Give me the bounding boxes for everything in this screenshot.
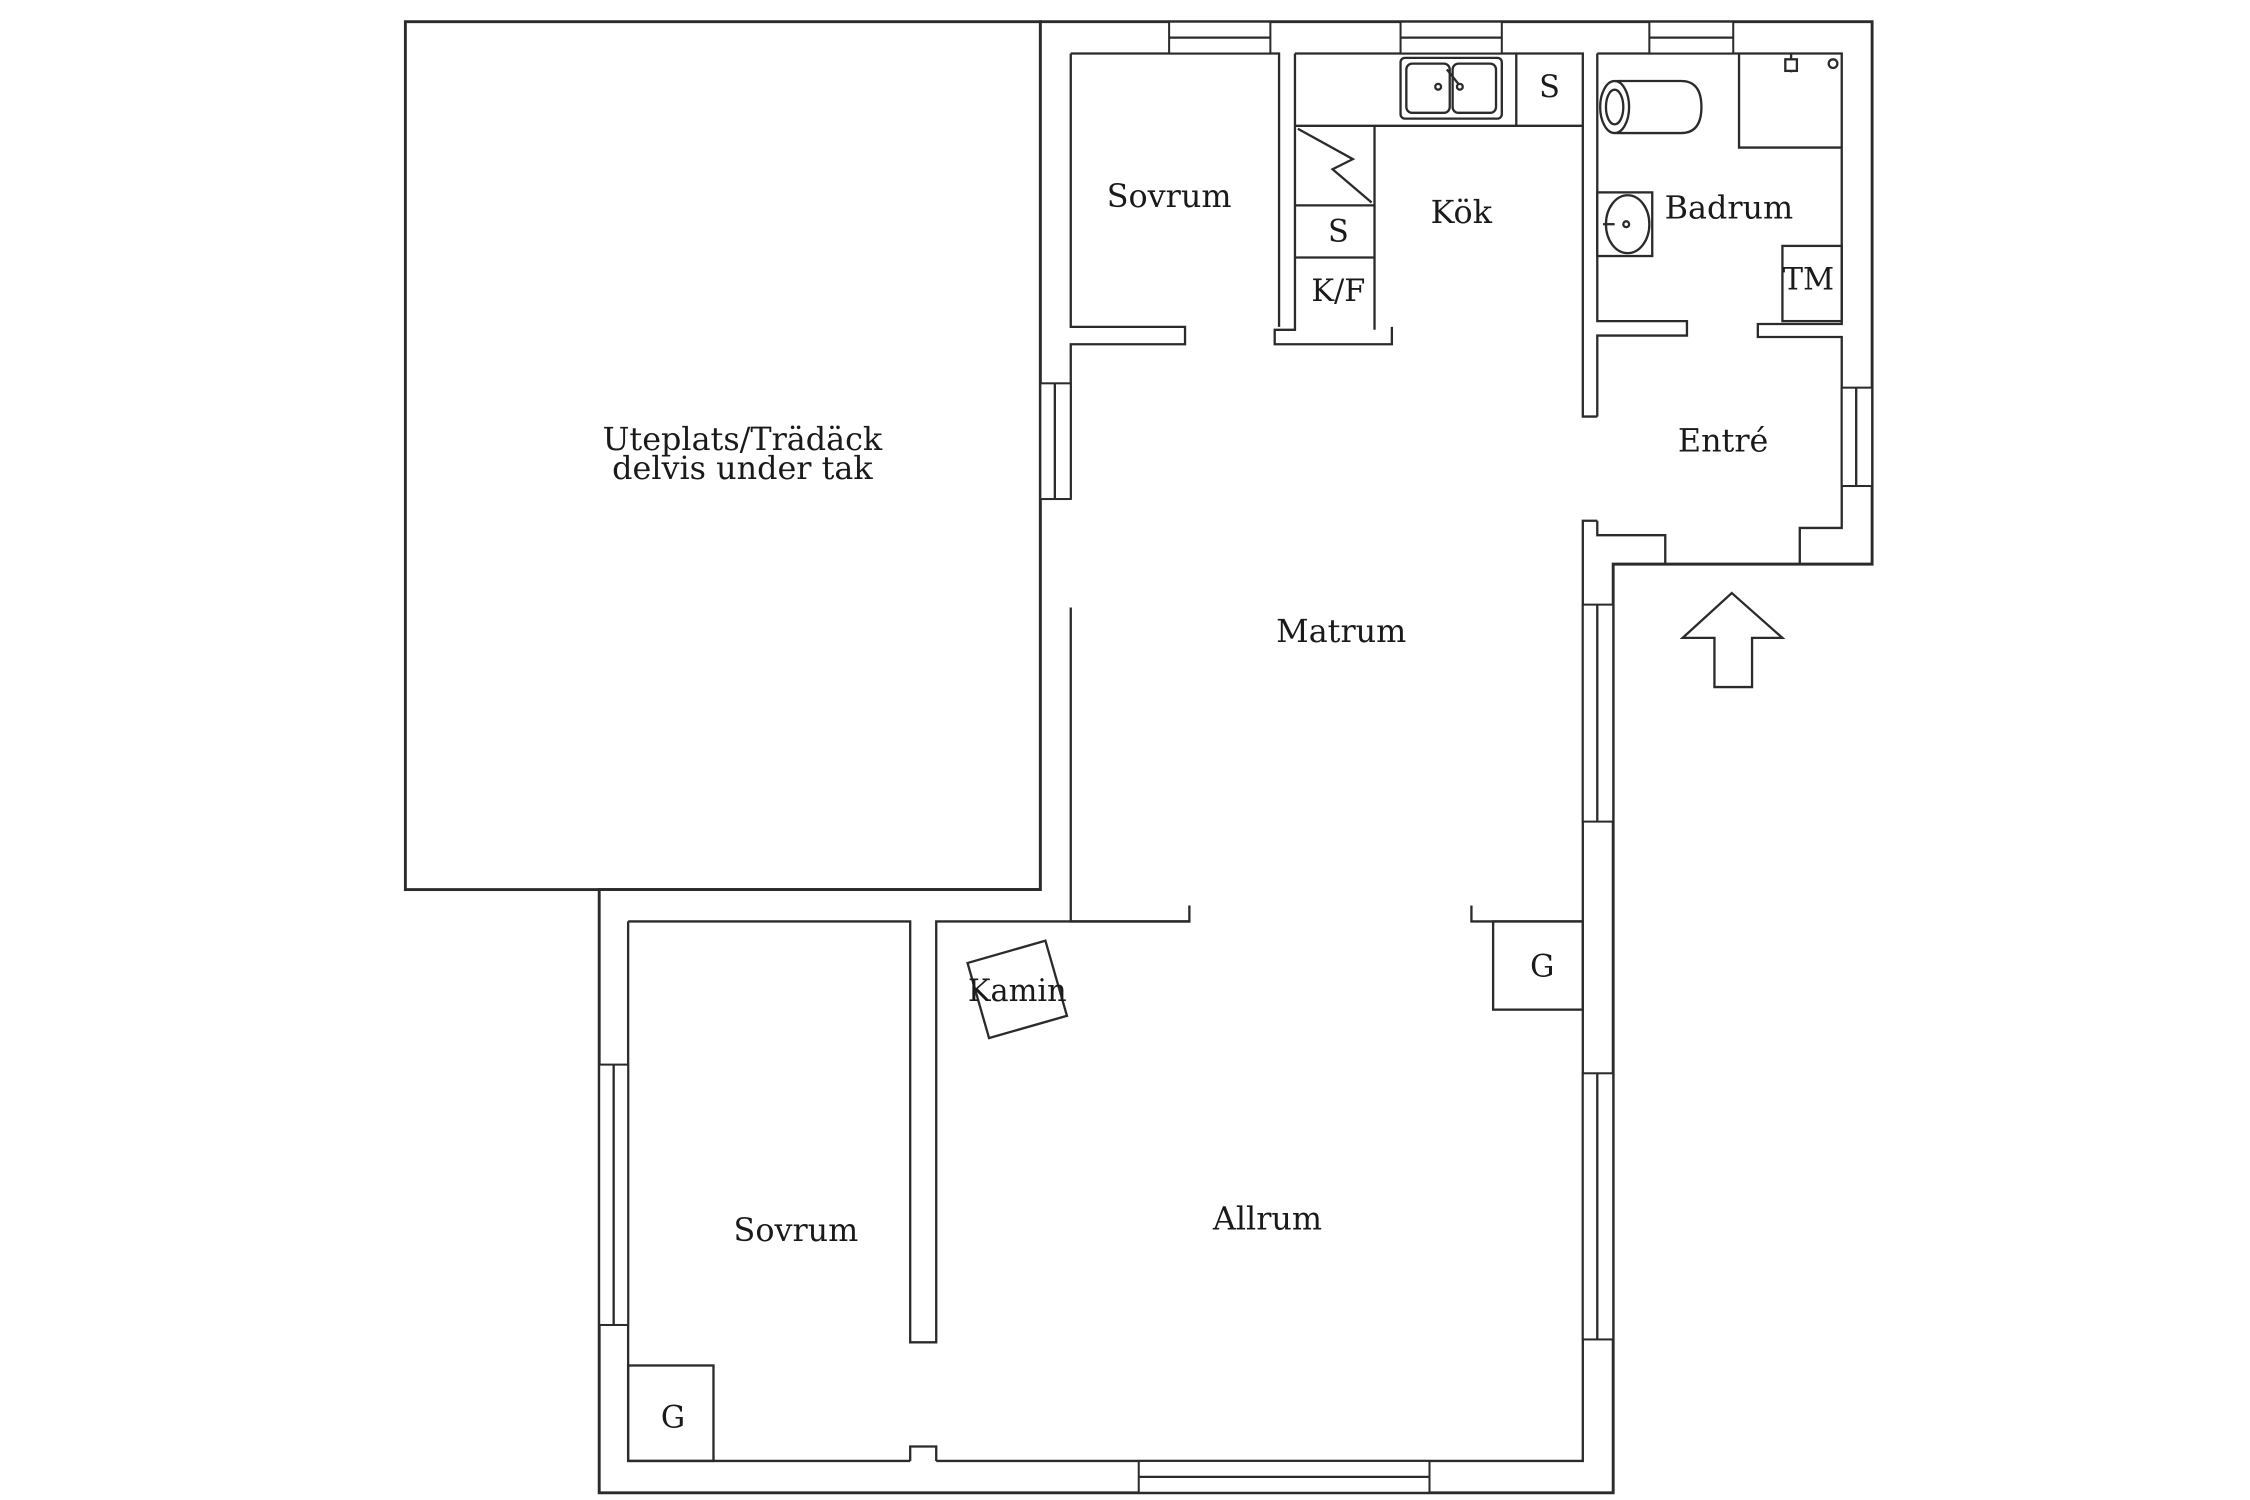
- fireplace: Kamin: [966, 939, 1069, 1040]
- label-kitchen-store-top: S: [1539, 70, 1560, 105]
- label-fridge-freezer: K/F: [1311, 274, 1365, 309]
- double-sink-icon: [1399, 56, 1503, 120]
- fireplace-label: Kamin: [968, 974, 1067, 1009]
- label-wardrobe-living: G: [1530, 949, 1554, 984]
- room-label-kitchen: Kök: [1431, 193, 1493, 231]
- toilet-icon: [1599, 79, 1703, 135]
- room-label-bathroom: Badrum: [1665, 188, 1794, 226]
- house-outline: [597, 20, 1874, 1495]
- entrance-arrow-icon: [1679, 591, 1786, 689]
- label-kitchen-store-mid: S: [1328, 215, 1349, 250]
- washer-box: [1781, 244, 1843, 323]
- wardrobe-living-box: [1491, 920, 1584, 1011]
- room-label-bedroom-top: Sovrum: [1107, 177, 1232, 215]
- room-label-patio-sub: delvis under tak: [612, 449, 873, 487]
- windows: [598, 20, 1874, 1494]
- label-washer: TM: [1783, 262, 1834, 297]
- room-label-bedroom-bottom: Sovrum: [734, 1211, 859, 1249]
- room-label-entry: Entré: [1678, 421, 1769, 459]
- label-wardrobe-bedroom: G: [661, 1401, 685, 1436]
- stove-icon: [1297, 127, 1373, 204]
- patio-deck: [403, 20, 1042, 892]
- room-label-patio: Uteplats/Trädäck: [603, 420, 883, 458]
- room-label-living: Allrum: [1212, 1200, 1322, 1238]
- wardrobe-bedroom-box: [626, 1364, 715, 1463]
- room-label-dining: Matrum: [1276, 612, 1406, 650]
- washbasin-icon: [1596, 191, 1654, 258]
- kitchen-counter: [1294, 53, 1583, 330]
- shower-icon: [1737, 53, 1842, 149]
